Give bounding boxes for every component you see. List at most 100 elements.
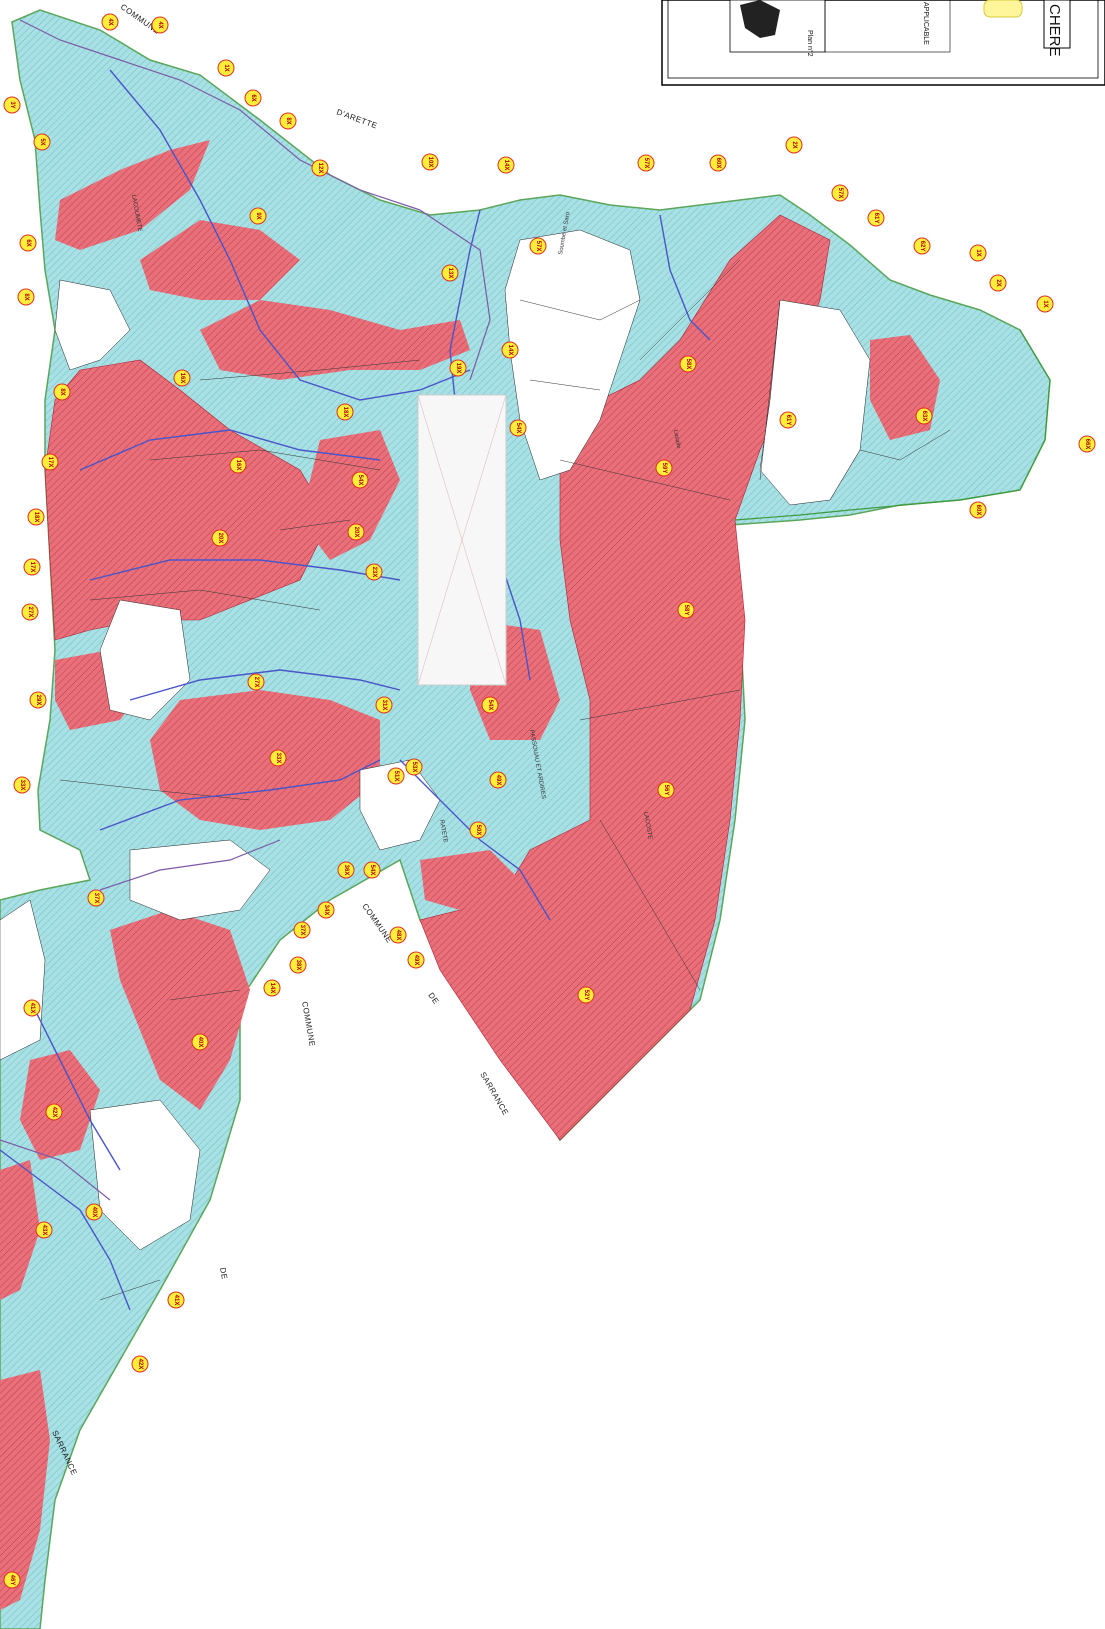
hazard-marker[interactable]: 4X <box>151 16 169 34</box>
hazard-marker-label: 17X <box>29 562 35 573</box>
hazard-marker[interactable]: 49X <box>489 771 507 789</box>
hazard-marker-label: 19X <box>455 363 461 374</box>
hazard-marker[interactable]: 14X <box>497 156 515 174</box>
hazard-marker[interactable]: 63X <box>915 407 933 425</box>
hazard-marker[interactable]: 23X <box>365 563 383 581</box>
hazard-marker-label: 49X <box>413 955 419 966</box>
hazard-marker[interactable]: 27X <box>247 673 265 691</box>
hazard-marker[interactable]: 1X <box>217 59 235 77</box>
hazard-marker[interactable]: 31X <box>375 696 393 714</box>
red-zone-band-9 <box>0 1370 50 1610</box>
hazard-marker[interactable]: 59Y <box>655 459 673 477</box>
hazard-marker[interactable]: 51X <box>387 767 405 785</box>
hazard-marker[interactable]: 8X <box>17 288 35 306</box>
red-zone-band-3 <box>55 140 210 250</box>
hazard-marker-label: 14X <box>507 345 513 356</box>
hazard-marker[interactable]: 34X <box>317 901 335 919</box>
hazard-marker[interactable]: 50X <box>469 821 487 839</box>
hazard-marker[interactable]: 9X <box>249 207 267 225</box>
hazard-marker[interactable]: 6X <box>244 89 262 107</box>
hazard-marker[interactable]: 1X <box>1036 295 1054 313</box>
hazard-marker[interactable]: 48X <box>389 926 407 944</box>
hazard-marker-label: 62Y <box>919 241 925 252</box>
hazard-marker[interactable]: 41X <box>23 999 41 1017</box>
hazard-marker[interactable]: 17X <box>41 453 59 471</box>
hazard-marker[interactable]: 38X <box>289 956 307 974</box>
hazard-marker[interactable]: 42X <box>45 1103 63 1121</box>
hazard-marker-label: 12X <box>317 163 323 174</box>
hazard-marker[interactable]: 40X <box>191 1033 209 1051</box>
hazard-marker[interactable]: 4X <box>101 13 119 31</box>
hazard-marker[interactable]: 46Y <box>3 1571 21 1589</box>
hazard-marker[interactable]: 54X <box>481 696 499 714</box>
hazard-marker[interactable]: 62Y <box>913 237 931 255</box>
hazard-marker[interactable]: 49X <box>407 951 425 969</box>
hazard-marker[interactable]: 13X <box>441 264 459 282</box>
hazard-marker[interactable]: 27X <box>21 603 39 621</box>
hazard-marker[interactable]: 54X <box>363 861 381 879</box>
hazard-marker[interactable]: 18X <box>27 508 45 526</box>
hazard-marker[interactable]: 60X <box>709 154 727 172</box>
hazard-marker[interactable]: 20X <box>211 529 229 547</box>
hazard-marker[interactable]: 14X <box>501 341 519 359</box>
hazard-marker[interactable]: 20X <box>347 523 365 541</box>
hazard-marker[interactable]: 57X <box>831 184 849 202</box>
hazard-marker-label: 1X <box>975 249 981 256</box>
hazard-marker[interactable]: 42X <box>131 1355 149 1373</box>
hazard-marker[interactable]: 18X <box>336 403 354 421</box>
hazard-marker-label: 60X <box>975 505 981 516</box>
hazard-marker[interactable]: 41X <box>167 1291 185 1309</box>
hazard-marker[interactable]: 60X <box>969 501 987 519</box>
applicable-label: APPLICABLE <box>922 2 929 45</box>
hazard-marker[interactable]: 61Y <box>779 411 797 429</box>
red-zone-band-7 <box>20 1050 100 1160</box>
hazard-marker[interactable]: 36X <box>337 861 355 879</box>
hazard-marker[interactable]: 58X <box>679 355 697 373</box>
hazard-marker[interactable]: 2X <box>785 136 803 154</box>
hazard-marker[interactable]: 8X <box>53 383 71 401</box>
hazard-marker[interactable]: 12X <box>311 159 329 177</box>
hazard-marker[interactable]: 57X <box>637 154 655 172</box>
hazard-marker[interactable]: 10X <box>421 153 439 171</box>
sheet-overlay <box>417 394 507 686</box>
hazard-marker[interactable]: 33X <box>13 776 31 794</box>
hazard-marker[interactable]: 43X <box>35 1221 53 1239</box>
hazard-marker[interactable]: 53X <box>405 758 423 776</box>
hazard-marker[interactable]: 33X <box>269 749 287 767</box>
hazard-marker[interactable]: 29X <box>29 691 47 709</box>
hazard-marker[interactable]: 5X <box>33 133 51 151</box>
hazard-marker-label: 60X <box>715 158 721 169</box>
hazard-marker[interactable]: 37X <box>293 921 311 939</box>
hazard-marker-label: 33X <box>19 780 25 791</box>
hazard-marker[interactable]: 52Y <box>577 986 595 1004</box>
hazard-marker[interactable]: 17X <box>23 558 41 576</box>
hazard-marker[interactable]: 54X <box>509 419 527 437</box>
hazard-marker[interactable]: 58Y <box>677 601 695 619</box>
hazard-marker-label: 8X <box>23 293 29 300</box>
hazard-marker[interactable]: 6X <box>19 234 37 252</box>
hazard-marker[interactable]: 40X <box>85 1203 103 1221</box>
hazard-marker[interactable]: 54X <box>351 471 369 489</box>
hazard-marker[interactable]: 3Y <box>3 96 21 114</box>
hazard-marker[interactable]: 16X <box>173 369 191 387</box>
hazard-marker[interactable]: 37X <box>87 889 105 907</box>
red-zone-band-4 <box>150 690 380 830</box>
hazard-marker[interactable]: 1X <box>969 244 987 262</box>
hazard-marker[interactable]: 57X <box>529 237 547 255</box>
place-label-lacoste: LACOSTE <box>642 811 653 840</box>
hazard-marker-label: 54X <box>369 865 375 876</box>
hazard-marker[interactable]: 16X <box>229 456 247 474</box>
hazard-marker[interactable]: 2X <box>989 274 1007 292</box>
hazard-marker-label: 5X <box>39 138 45 145</box>
hazard-marker-label: 9X <box>255 212 261 219</box>
hazard-marker-label: 8X <box>285 117 291 124</box>
hazard-marker[interactable]: 56Y <box>657 781 675 799</box>
hazard-marker[interactable]: 61Y <box>867 209 885 227</box>
hazard-marker[interactable]: 14X <box>263 979 281 997</box>
hazard-marker[interactable]: 66X <box>1078 435 1096 453</box>
hazard-marker[interactable]: 19X <box>449 359 467 377</box>
hazard-marker[interactable]: 8X <box>279 112 297 130</box>
white-zone-3 <box>54 279 131 371</box>
hazard-marker-label: 58Y <box>683 605 689 616</box>
